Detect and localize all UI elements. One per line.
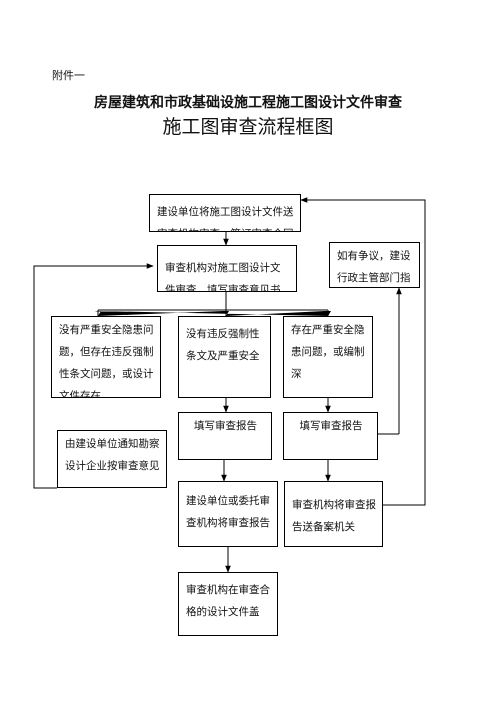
left-issue-box: 没有严重安全隐患问题，但存在违反强制性条文问题，或设计文件存在: [51, 316, 161, 398]
review-step-box: 审查机构对施工图设计文件审查，填写审查意见书: [157, 245, 297, 292]
review-step-text: 审查机构对施工图设计文件审查，填写审查意见书: [165, 262, 281, 292]
file-report-text: 审查机构将审查报告送备案机关: [292, 499, 376, 533]
owner-report-text: 建设单位或委托审查机构将审查报告: [186, 495, 270, 529]
document-title: 房屋建筑和市政基础设施工程施工图设计文件审查: [94, 95, 402, 111]
submit-step-box: 建设单位将施工图设计文件送审查机构审查，签订审查合同: [149, 194, 301, 232]
submit-step-text: 建设单位将施工图设计文件送审查机构审查，签订审查合同: [157, 206, 294, 231]
branch-arrowheads: [95, 311, 331, 316]
loop-notify-to-review: [33, 263, 154, 489]
right-report-text: 填写审查报告: [299, 420, 363, 432]
attachment-label: 附件一: [52, 69, 85, 82]
qualified-step-text: 审查机构在审查合格的设计文件盖: [186, 584, 270, 618]
notify-step-box: 由建设单位通知勘察设计企业按审查意见: [57, 430, 167, 488]
loop-file-to-submit: [300, 197, 426, 506]
chart-title: 施工图审查流程框图: [162, 116, 334, 138]
dispute-step-box: 如有争议，建设行政主管部门指定: [329, 242, 420, 288]
file-report-box: 审查机构将审查报告送备案机关: [284, 481, 383, 547]
mid-report-text: 填写审查报告: [194, 420, 257, 432]
mid-report-box: 填写审查报告: [178, 412, 272, 460]
qualified-step-box: 审查机构在审查合格的设计文件盖: [178, 572, 278, 636]
owner-report-box: 建设单位或委托审查机构将审查报告: [178, 481, 278, 547]
branch-connector: [97, 292, 329, 316]
right-issue-text: 存在严重安全隐患问题，或编制深: [291, 324, 365, 380]
mid-issue-box: 没有违反强制性条文及严重安全: [178, 316, 271, 398]
right-issue-box: 存在严重安全隐患问题，或编制深: [283, 316, 373, 398]
dispute-step-text: 如有争议，建设行政主管部门指定: [337, 250, 411, 284]
mid-issue-text: 没有违反强制性条文及严重安全: [186, 328, 260, 362]
right-report-box: 填写审查报告: [283, 412, 378, 460]
left-issue-text: 没有严重安全隐患问题，但存在违反强制性条文问题，或设计文件存在: [59, 324, 154, 398]
notify-step-text: 由建设单位通知勘察设计企业按审查意见: [65, 438, 160, 472]
